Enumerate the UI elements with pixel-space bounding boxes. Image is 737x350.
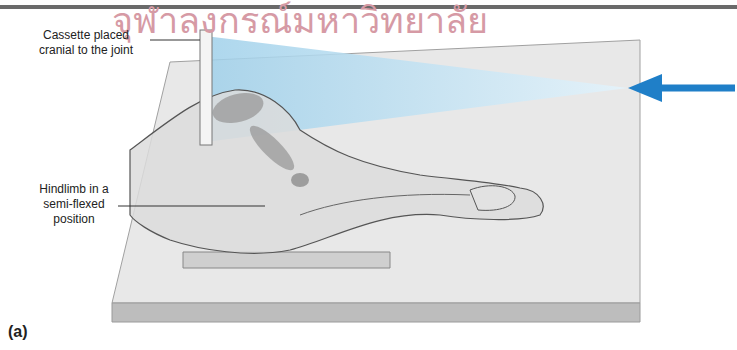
- panel-letter: (a): [8, 322, 28, 342]
- leader-line: [118, 206, 265, 207]
- limb-contour: [300, 194, 470, 215]
- stifle-joint: [291, 173, 309, 187]
- dog-outline: [130, 90, 543, 253]
- pelvis-bone: [209, 88, 266, 129]
- beam-arrow-head: [628, 74, 662, 102]
- leg-plate: [183, 252, 390, 268]
- beam-arrow-shaft: [658, 85, 735, 92]
- table-front: [112, 303, 640, 322]
- paw: [470, 186, 515, 211]
- callout-label: Hindlimb in a semi-flexed position: [30, 182, 118, 227]
- callout-label: Cassette placed cranial to the joint: [30, 28, 142, 58]
- cassette: [200, 30, 212, 145]
- watermark: จุฬาลงกรณ์มหาวิทยาลัย: [112, 0, 488, 43]
- femur-bone: [244, 120, 299, 175]
